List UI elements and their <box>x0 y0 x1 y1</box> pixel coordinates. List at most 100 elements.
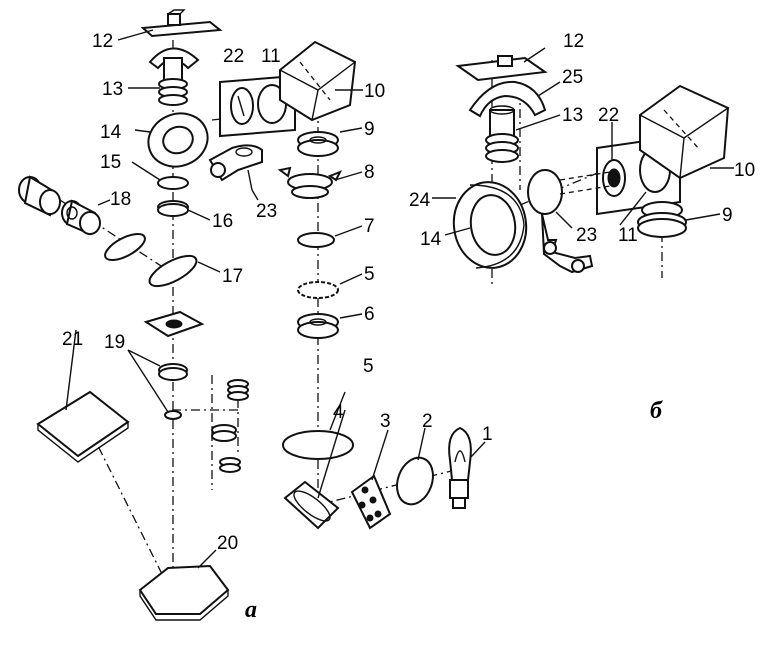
b-label-13: 13 <box>562 105 583 126</box>
label-8: 8 <box>364 162 375 183</box>
leader-14 <box>134 129 151 133</box>
label-7: 7 <box>364 216 375 237</box>
part-16-lens-back <box>157 203 189 217</box>
label-15: 15 <box>100 152 121 173</box>
label-16: 16 <box>212 211 233 232</box>
leader-4 <box>317 409 346 499</box>
panel-b: 12 25 13 22 10 24 9 14 23 11 б <box>409 31 755 424</box>
b-leader-11 <box>619 191 647 226</box>
label-13: 13 <box>102 79 123 100</box>
b-leader-25 <box>537 81 561 97</box>
b-label-22: 22 <box>598 105 619 126</box>
part-square-diaphragm <box>143 310 205 338</box>
leader-1 <box>469 441 486 459</box>
label-9: 9 <box>364 119 375 140</box>
label-18: 18 <box>110 189 131 210</box>
part-7-lens <box>297 232 335 248</box>
label-3: 3 <box>380 411 391 432</box>
label-17: 17 <box>222 266 243 287</box>
part-12-stage <box>140 9 223 38</box>
b-label-23: 23 <box>576 225 597 246</box>
part-6-ring <box>297 313 339 339</box>
leader-7 <box>334 225 363 237</box>
b-label-12: 12 <box>563 31 584 52</box>
part-13-objective <box>148 47 200 106</box>
part-3-filter <box>350 474 392 530</box>
b-part-13-objective <box>485 105 519 163</box>
b-part-23-lever <box>527 169 594 274</box>
leader-15 <box>131 161 161 181</box>
leader-16 <box>187 209 211 221</box>
part-15-lens <box>157 176 189 190</box>
part-10-prism <box>279 40 357 122</box>
part-11-22-filter-frame <box>219 74 296 138</box>
leader-5-lower <box>329 391 346 431</box>
label-2: 2 <box>422 411 433 432</box>
part-side-lenses <box>211 379 249 473</box>
b-part-25-clips <box>468 80 547 118</box>
label-21: 21 <box>62 329 83 350</box>
b-part-10-prism <box>639 84 730 180</box>
label-14: 14 <box>100 122 122 143</box>
b-leader-23 <box>555 211 573 229</box>
b-leader-14 <box>444 227 471 236</box>
leader-8 <box>334 171 363 181</box>
panel-b-caption: б <box>650 398 663 424</box>
label-1: 1 <box>482 424 493 445</box>
label-6: 6 <box>364 304 375 325</box>
part-18-eyepieces <box>18 175 101 236</box>
leader-6 <box>339 313 363 319</box>
part-9-ring <box>297 131 339 157</box>
leader-17 <box>197 261 221 273</box>
part-19-lens-lower <box>164 410 182 420</box>
panel-a: 12 13 22 11 10 14 9 15 8 18 16 23 7 17 5… <box>18 9 493 623</box>
b-part-14-ring <box>452 181 528 269</box>
leader-18 <box>97 199 111 206</box>
label-23: 23 <box>256 201 277 222</box>
b-label-14: 14 <box>420 229 442 250</box>
leader-19a <box>127 349 161 367</box>
leader-23 <box>251 189 259 201</box>
part-19-lens-upper-back <box>158 367 188 381</box>
label-22: 22 <box>223 46 244 67</box>
part-8-mount <box>277 166 343 199</box>
part-14-ring <box>147 112 209 168</box>
part-17-plate <box>104 232 198 288</box>
label-11: 11 <box>261 46 281 67</box>
part-21-plate <box>36 390 130 463</box>
b-label-25: 25 <box>562 67 583 88</box>
b-leader-12 <box>523 47 546 63</box>
part-5-lens-lower <box>282 430 354 460</box>
part-23-lever <box>208 144 263 191</box>
b-label-9: 9 <box>722 205 733 226</box>
panel-a-caption: а <box>245 597 257 623</box>
leader-5-upper <box>339 273 363 285</box>
b-leader-13 <box>515 114 561 131</box>
part-4-mirror <box>283 480 340 530</box>
part-2-lens <box>396 456 434 506</box>
label-10: 10 <box>364 81 385 102</box>
label-12: 12 <box>92 31 113 52</box>
part-20-mirror <box>138 564 230 621</box>
b-part-9-ring <box>637 201 687 238</box>
leader-2 <box>417 427 426 461</box>
leader-19b <box>127 349 169 413</box>
label-5-lower: 5 <box>363 356 374 377</box>
leader-12 <box>117 29 154 41</box>
b-label-10: 10 <box>734 160 755 181</box>
label-5-upper: 5 <box>364 264 375 285</box>
label-20: 20 <box>217 533 238 554</box>
b-label-11: 11 <box>618 225 638 246</box>
leader-9 <box>339 127 363 133</box>
part-1-lamp <box>448 426 472 509</box>
b-part-12-stage <box>455 55 548 82</box>
label-4: 4 <box>333 402 344 423</box>
leader-3 <box>371 429 389 481</box>
leader-20 <box>197 549 217 569</box>
label-19: 19 <box>104 332 125 353</box>
part-5-diaphragm-upper <box>297 281 339 299</box>
leader-21 <box>65 329 77 411</box>
b-leader-9 <box>685 213 721 221</box>
